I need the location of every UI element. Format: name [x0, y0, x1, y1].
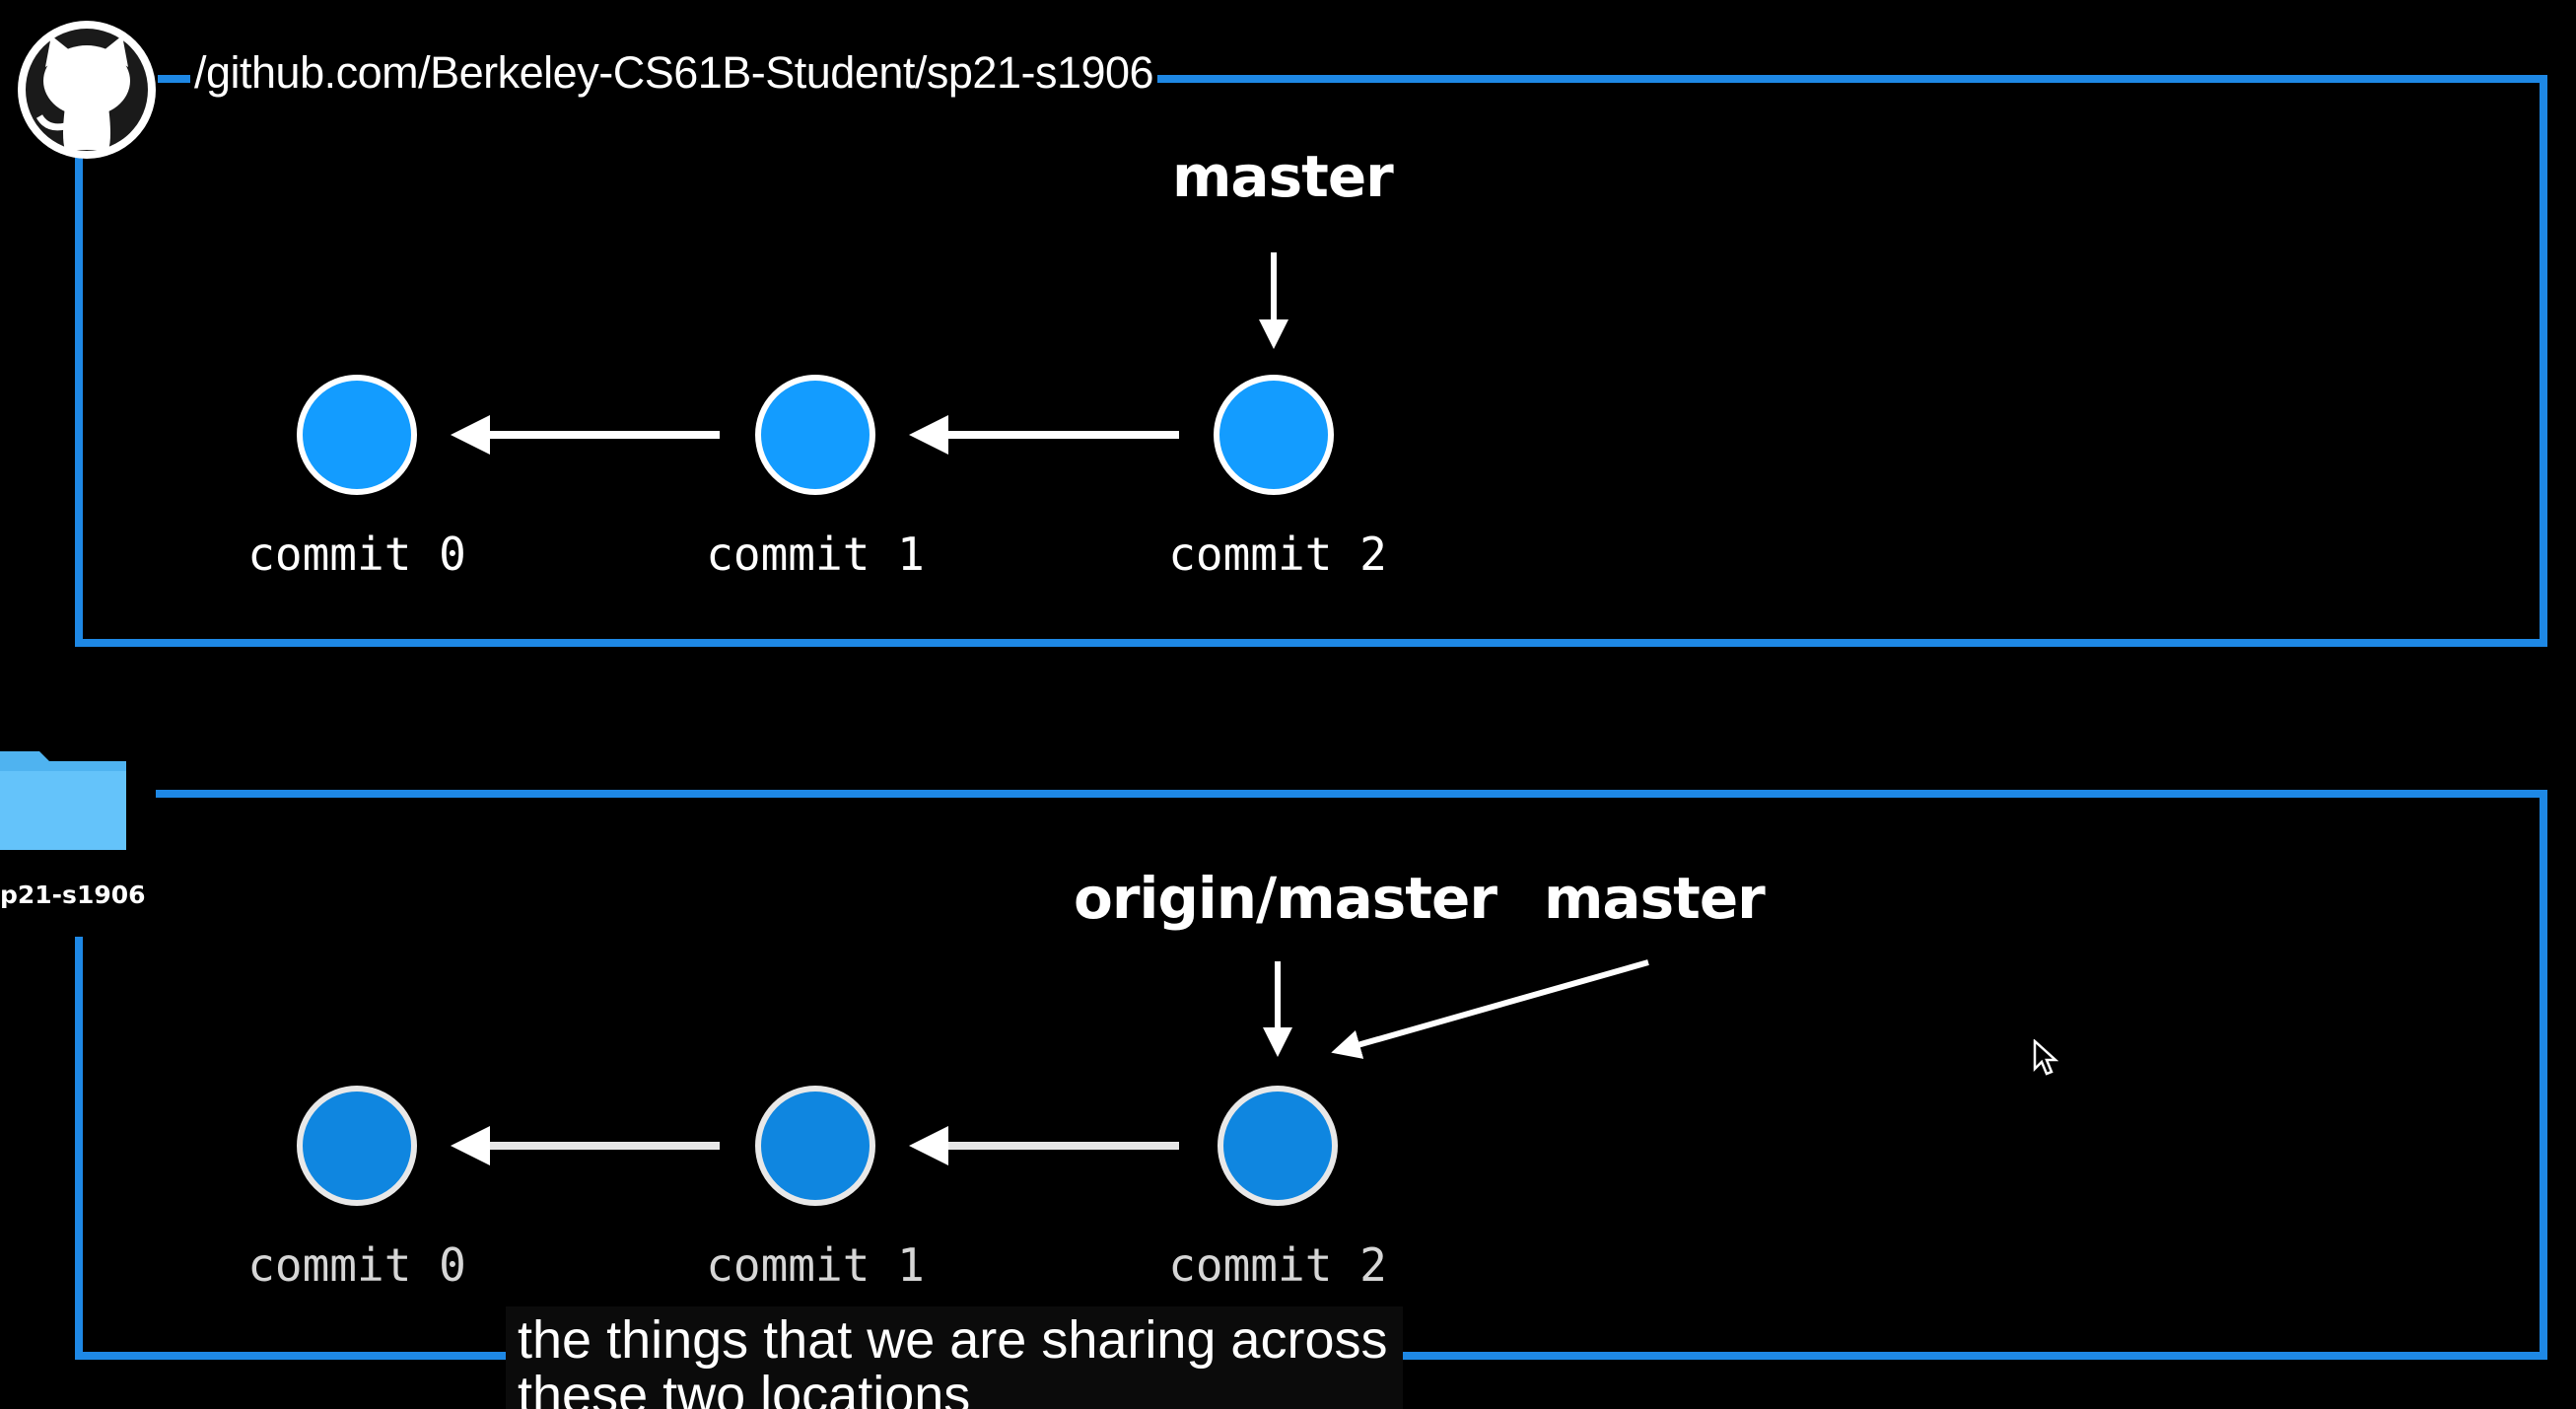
remote-commit-0-label: commit 0	[247, 528, 466, 581]
local-commit-2-node	[1218, 1086, 1338, 1206]
local-master-label: master	[1544, 865, 1766, 932]
remote-repo-box	[75, 75, 2547, 647]
local-master-pointer-arrow	[1331, 959, 1649, 1059]
local-commit-1-label: commit 1	[706, 1238, 925, 1292]
folder-icon	[0, 751, 126, 850]
remote-commit-1-label: commit 1	[706, 528, 925, 581]
remote-repo-url: /github.com/Berkeley-CS61B-Student/sp21-…	[190, 47, 1158, 99]
github-octocat-icon	[18, 21, 156, 159]
mouse-pointer-icon	[2033, 1038, 2059, 1084]
remote-master-label: master	[1172, 143, 1394, 210]
local-commit-2-label: commit 2	[1168, 1238, 1387, 1292]
subtitle-line-2: these two locations	[518, 1366, 971, 1409]
remote-commit-2-label: commit 2	[1168, 528, 1387, 581]
remote-commit-1-node	[755, 375, 875, 495]
remote-commit-0-node	[297, 375, 417, 495]
subtitle-line-1: the things that we are sharing across	[518, 1310, 1388, 1370]
local-origin-master-label: origin/master	[1074, 865, 1497, 932]
remote-commit-2-node	[1214, 375, 1334, 495]
local-commit-0-label: commit 0	[247, 1238, 466, 1292]
local-repo-box	[75, 790, 2547, 1360]
local-commit-0-node	[297, 1086, 417, 1206]
local-folder-name: p21-s1906	[0, 881, 146, 909]
local-commit-1-node	[755, 1086, 875, 1206]
video-subtitle: the things that we are sharing across th…	[506, 1306, 1403, 1409]
